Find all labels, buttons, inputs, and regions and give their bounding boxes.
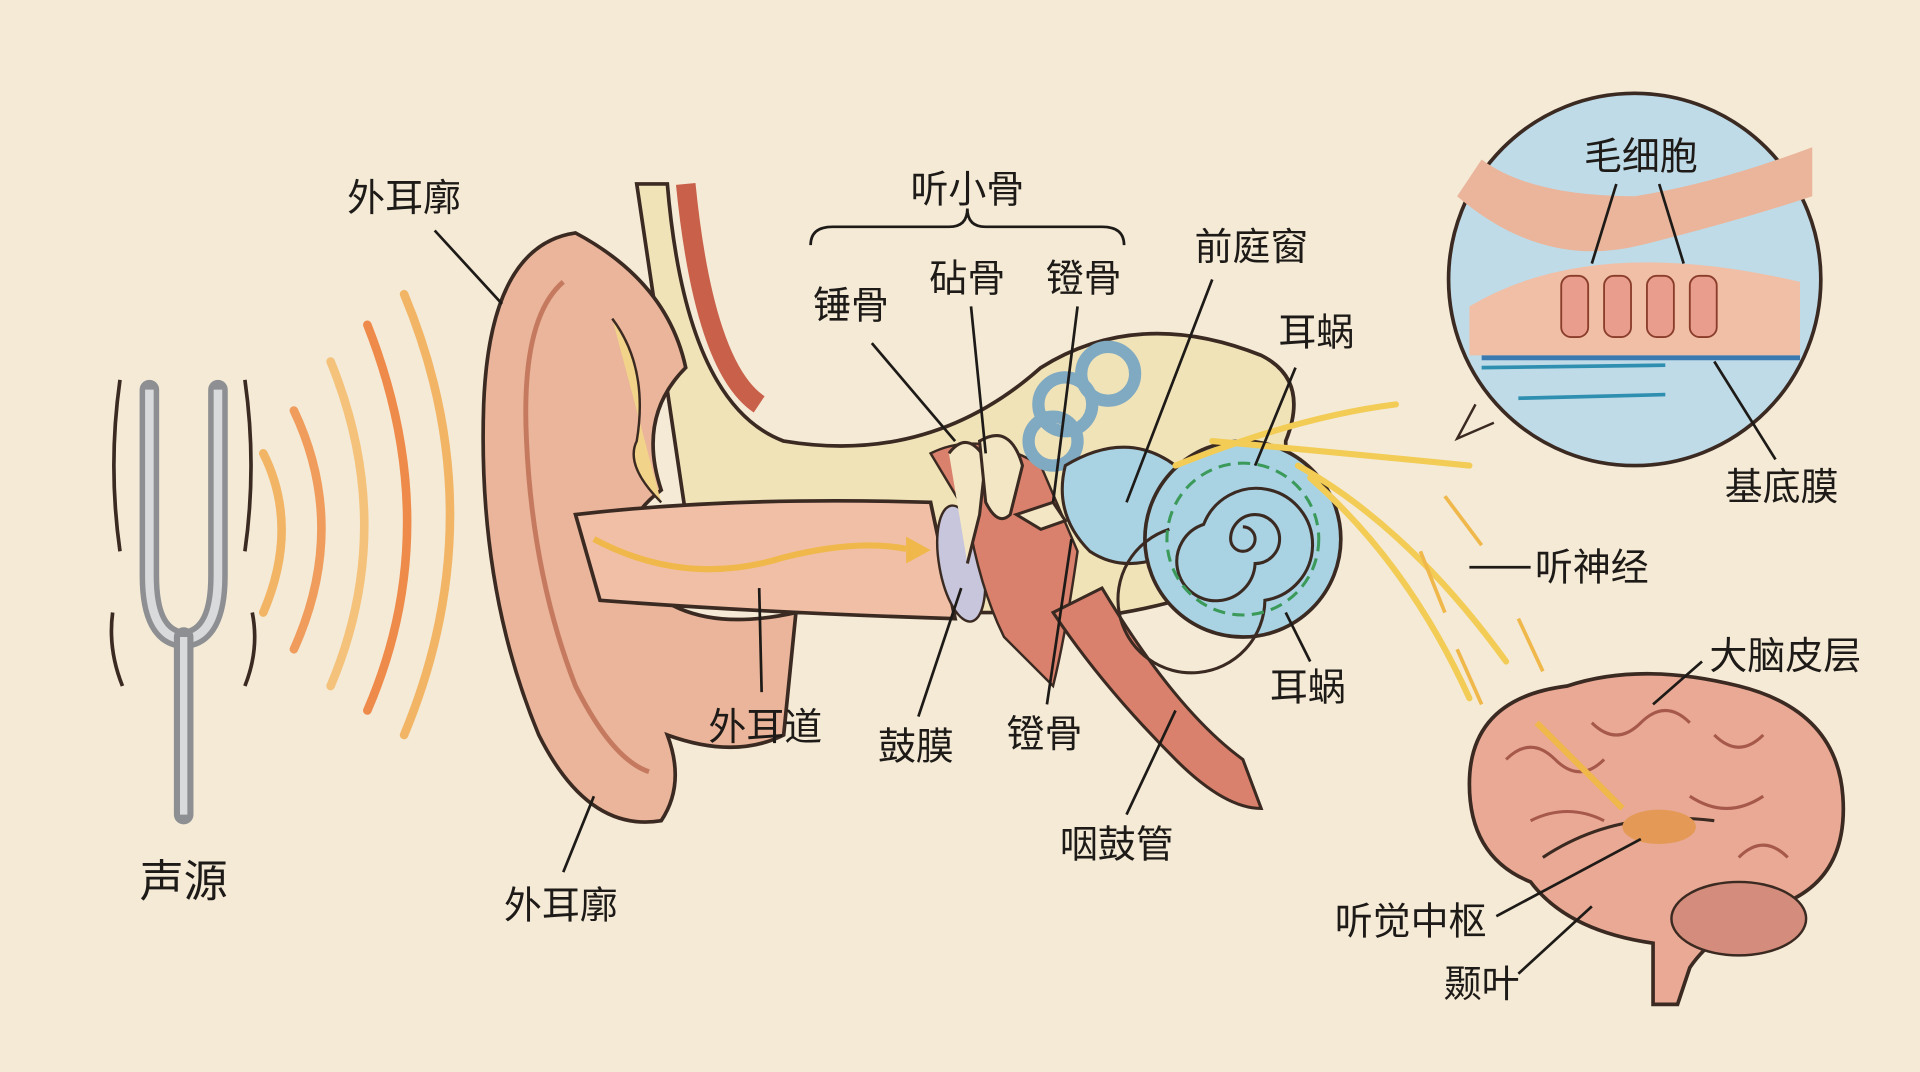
label-ossicles: 听小骨 — [910, 167, 1024, 211]
leader-lines — [433, 183, 1777, 975]
tuning-fork-icon — [109, 379, 257, 825]
label-ear-canal: 外耳道 — [708, 705, 822, 749]
label-hair-cells: 毛细胞 — [1584, 134, 1698, 178]
label-basilar-membrane: 基底膜 — [1725, 465, 1839, 509]
label-auditory-nerve: 听神经 — [1535, 546, 1649, 590]
cochlea-icon — [1116, 439, 1343, 675]
eustachian-tube-shape — [1050, 586, 1264, 810]
label-oval-window: 前庭窗 — [1195, 225, 1309, 269]
stapes-shape — [1012, 500, 1068, 531]
incus-shape — [977, 434, 1025, 521]
label-sound-source: 声源 — [140, 857, 228, 908]
auditory-nerve-fibers — [1172, 401, 1510, 702]
label-malleus: 锤骨 — [813, 284, 889, 328]
label-pinna-top: 外耳廓 — [347, 176, 461, 220]
helix-fold — [523, 280, 650, 775]
pinna — [481, 231, 798, 824]
label-cerebral-cortex: 大脑皮层 — [1709, 634, 1861, 678]
sound-arrow — [592, 536, 907, 573]
signal-arrows — [1418, 495, 1545, 706]
skin-layer — [675, 182, 766, 413]
label-eardrum: 鼓膜 — [878, 724, 954, 768]
label-eustachian-tube: 咽鼓管 — [1060, 822, 1174, 866]
label-pinna-bottom: 外耳廓 — [504, 884, 618, 928]
label-cochlea-top: 耳蜗 — [1278, 311, 1354, 355]
label-cochlea-bottom: 耳蜗 — [1270, 666, 1346, 710]
cartilage — [611, 317, 663, 504]
label-auditory-center: 听觉中枢 — [1335, 900, 1487, 944]
brain-icon — [1467, 671, 1846, 1007]
label-stapes-top: 镫骨 — [1046, 257, 1122, 301]
semicircular-canals — [1022, 340, 1142, 472]
label-temporal-lobe: 颞叶 — [1444, 962, 1520, 1006]
label-incus: 砧骨 — [929, 257, 1005, 301]
hair-cell-inset — [1446, 91, 1823, 468]
sound-waves — [258, 289, 455, 740]
label-stapes-bottom: 镫骨 — [1007, 712, 1083, 756]
